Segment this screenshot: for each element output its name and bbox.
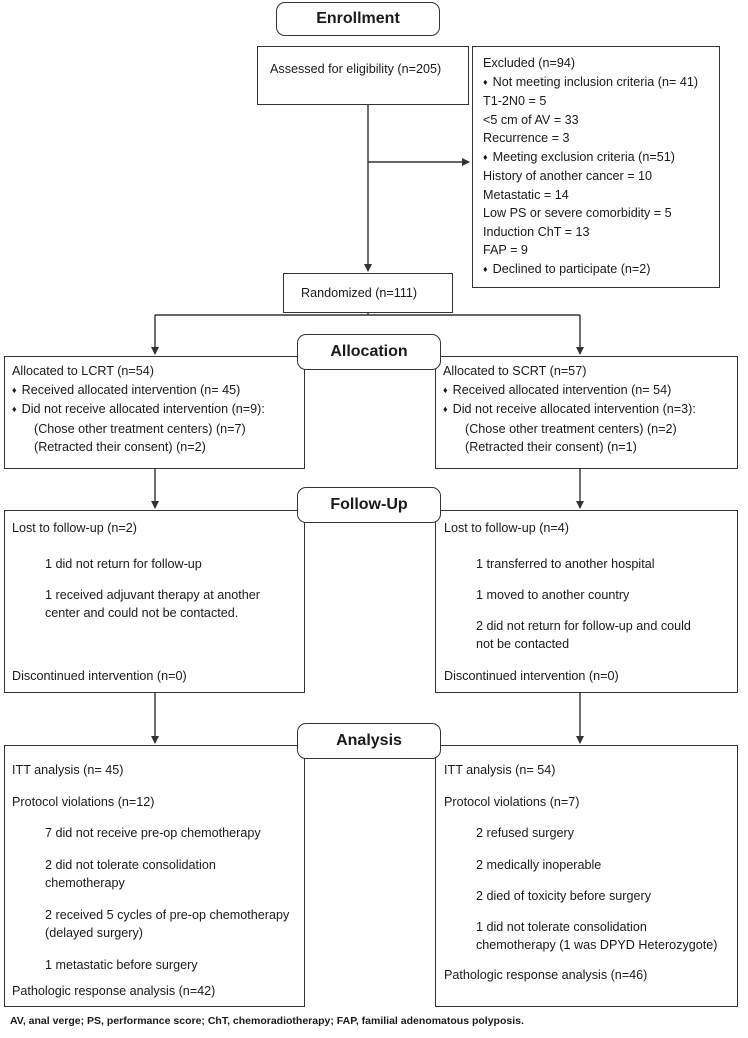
- excluded-line: Meeting exclusion criteria (n=51): [483, 148, 719, 168]
- lcrt-violation-4: 1 metastatic before surgery: [45, 958, 198, 972]
- excluded-line: Declined to participate (n=2): [483, 260, 719, 280]
- scrt-itt: ITT analysis (n= 54): [444, 763, 556, 777]
- excluded-title: Excluded (n=94): [483, 56, 576, 70]
- randomized-text: Randomized (n=111): [301, 286, 418, 300]
- excluded-line: Metastatic = 14: [483, 187, 569, 202]
- lcrt-fu-item-2a: 1 received adjuvant therapy at another: [45, 588, 260, 602]
- lcrt-reason-2: (Retracted their consent) (n=2): [34, 440, 206, 454]
- lcrt-received: Received allocated intervention (n= 45): [12, 381, 304, 401]
- scrt-violation-4a: 1 did not tolerate consolidation: [476, 920, 647, 934]
- lcrt-fu-item-1: 1 did not return for follow-up: [45, 557, 202, 571]
- lcrt-violation-3a: 2 received 5 cycles of pre-op chemothera…: [45, 908, 290, 922]
- allocation-lcrt-box: Allocated to LCRT (n=54) Received alloca…: [4, 356, 305, 469]
- excluded-line: FAP = 9: [483, 243, 528, 257]
- excluded-line: Recurrence = 3: [483, 131, 570, 145]
- scrt-reason-2: (Retracted their consent) (n=1): [465, 440, 637, 454]
- scrt-violations: Protocol violations (n=7): [444, 795, 580, 809]
- lcrt-fu-item-2b: center and could not be contacted.: [45, 606, 239, 620]
- scrt-fu-item-1: 1 transferred to another hospital: [476, 557, 655, 571]
- scrt-fu-item-2: 1 moved to another country: [476, 588, 630, 602]
- lcrt-violation-2b: chemotherapy: [45, 876, 125, 890]
- followup-lcrt-box: Lost to follow-up (n=2) 1 did not return…: [4, 510, 305, 693]
- lcrt-violation-3b: (delayed surgery): [45, 926, 143, 940]
- lcrt-reason-1: (Chose other treatment centers) (n=7): [34, 421, 246, 436]
- scrt-fu-item-3b: not be contacted: [476, 637, 570, 651]
- lcrt-pathologic: Pathologic response analysis (n=42): [12, 984, 216, 998]
- excluded-list: Not meeting inclusion criteria (n= 41)T1…: [483, 73, 719, 280]
- scrt-reason-1: (Chose other treatment centers) (n=2): [465, 421, 677, 436]
- lcrt-violations: Protocol violations (n=12): [12, 795, 155, 809]
- scrt-lost: Lost to follow-up (n=4): [444, 521, 569, 535]
- scrt-violation-1: 2 refused surgery: [476, 826, 575, 840]
- excluded-line: Induction ChT = 13: [483, 224, 590, 239]
- lcrt-title: Allocated to LCRT (n=54): [12, 364, 154, 378]
- excluded-line: History of another cancer = 10: [483, 169, 653, 183]
- analysis-scrt-box: ITT analysis (n= 54) Protocol violations…: [435, 745, 738, 1007]
- randomized-box: Randomized (n=111): [283, 273, 453, 313]
- excluded-line: <5 cm of AV = 33: [483, 112, 579, 127]
- scrt-not-received: Did not receive allocated intervention (…: [443, 400, 737, 420]
- allocation-scrt-box: Allocated to SCRT (n=57) Received alloca…: [435, 356, 738, 469]
- assessed-text: Assessed for eligibility (n=205): [270, 62, 442, 76]
- followup-scrt-box: Lost to follow-up (n=4) 1 transferred to…: [435, 510, 738, 693]
- assessed-box: Assessed for eligibility (n=205): [257, 46, 469, 105]
- followup-header: Follow-Up: [297, 487, 441, 523]
- excluded-line: Low PS or severe comorbidity = 5: [483, 206, 672, 220]
- scrt-fu-item-3a: 2 did not return for follow-up and could: [476, 619, 691, 633]
- scrt-violation-2: 2 medically inoperable: [476, 858, 602, 872]
- enrollment-header: Enrollment: [276, 2, 440, 36]
- lcrt-not-received: Did not receive allocated intervention (…: [12, 400, 304, 420]
- scrt-discontinued: Discontinued intervention (n=0): [444, 669, 619, 683]
- lcrt-violation-2a: 2 did not tolerate consolidation: [45, 858, 216, 872]
- excluded-box: Excluded (n=94) Not meeting inclusion cr…: [472, 46, 720, 288]
- excluded-line: Not meeting inclusion criteria (n= 41): [483, 73, 719, 93]
- excluded-line: T1-2N0 = 5: [483, 94, 547, 108]
- lcrt-violation-1: 7 did not receive pre-op chemotherapy: [45, 826, 261, 840]
- scrt-violation-3: 2 died of toxicity before surgery: [476, 889, 652, 903]
- lcrt-lost: Lost to follow-up (n=2): [12, 521, 137, 535]
- scrt-title: Allocated to SCRT (n=57): [443, 364, 587, 378]
- lcrt-discontinued: Discontinued intervention (n=0): [12, 669, 187, 683]
- analysis-header: Analysis: [297, 723, 441, 759]
- analysis-lcrt-box: ITT analysis (n= 45) Protocol violations…: [4, 745, 305, 1007]
- allocation-header: Allocation: [297, 334, 441, 370]
- lcrt-itt: ITT analysis (n= 45): [12, 763, 124, 777]
- scrt-received: Received allocated intervention (n= 54): [443, 381, 737, 401]
- footnote: AV, anal verge; PS, performance score; C…: [10, 1015, 524, 1027]
- scrt-violation-4b: chemotherapy (1 was DPYD Heterozygote): [476, 938, 718, 952]
- scrt-pathologic: Pathologic response analysis (n=46): [444, 968, 648, 982]
